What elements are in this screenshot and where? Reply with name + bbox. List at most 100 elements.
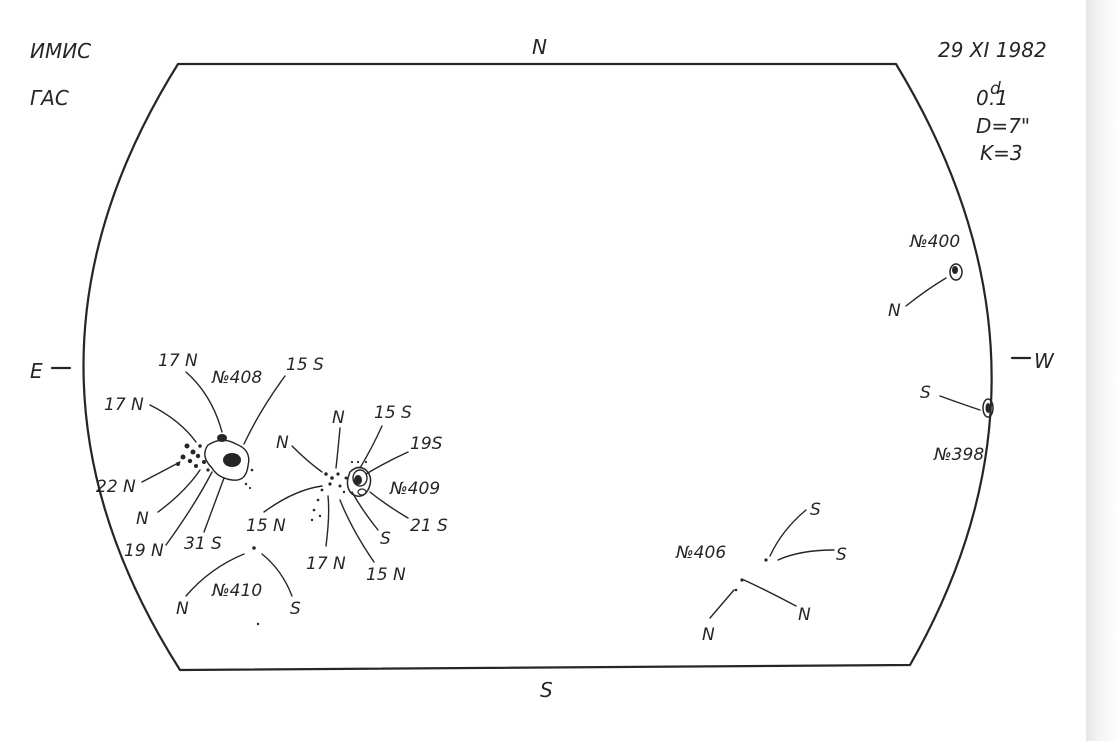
spot bbox=[364, 460, 368, 464]
umbra bbox=[223, 453, 241, 467]
pointer-line bbox=[325, 495, 330, 547]
pointer-line bbox=[185, 553, 245, 597]
group-398: №398 S bbox=[920, 383, 994, 465]
south-label: S bbox=[540, 678, 553, 702]
pointer-line bbox=[243, 375, 286, 445]
group-409-number: №409 bbox=[389, 479, 440, 499]
label-19n: 19 N bbox=[124, 541, 164, 561]
institute-label: ИМИС bbox=[30, 39, 91, 63]
label-s-top: S bbox=[810, 500, 821, 520]
umbra bbox=[985, 403, 991, 413]
spot bbox=[310, 518, 314, 522]
time-main: 0 bbox=[976, 86, 989, 110]
label-s-right: S bbox=[836, 545, 847, 565]
spot bbox=[252, 546, 256, 550]
pointer-line bbox=[157, 469, 201, 513]
group-398-number: №398 bbox=[933, 445, 984, 465]
west-label: W bbox=[1034, 349, 1055, 373]
label-19s: 19S bbox=[410, 434, 443, 454]
group-408: №408 17 N 15 S 17 N 22 N N 19 N 31 S bbox=[96, 351, 324, 561]
spot bbox=[198, 444, 202, 448]
pointer-line bbox=[365, 451, 409, 475]
date-label: 29 XI 1982 bbox=[938, 38, 1047, 62]
label-15n-left: 15 N bbox=[246, 516, 286, 536]
pointer-line bbox=[743, 579, 797, 607]
label-n: N bbox=[136, 509, 149, 529]
spot bbox=[248, 486, 252, 490]
umbra bbox=[217, 434, 227, 442]
pointer-line bbox=[335, 427, 341, 469]
label-17n-top: 17 N bbox=[158, 351, 198, 371]
spot bbox=[338, 484, 342, 488]
spot bbox=[336, 472, 340, 476]
label-22n: 22 N bbox=[96, 477, 136, 497]
label-n-left: N bbox=[702, 625, 715, 645]
pointer-line bbox=[359, 425, 383, 469]
group-400: №400 N bbox=[888, 232, 963, 321]
pointer-line bbox=[291, 445, 323, 473]
label-s: S bbox=[290, 599, 301, 619]
spot bbox=[256, 622, 260, 626]
group-400-number: №400 bbox=[909, 232, 960, 252]
spot-cluster-409 bbox=[346, 466, 372, 497]
pointer-line bbox=[185, 371, 223, 433]
spot bbox=[740, 578, 744, 582]
label-n-left: N bbox=[276, 433, 289, 453]
label-15s: 15 S bbox=[374, 403, 412, 423]
east-label: E bbox=[30, 359, 43, 383]
k-value-label: K=3 bbox=[980, 141, 1023, 165]
pointer-line bbox=[905, 277, 947, 307]
spot bbox=[180, 454, 186, 460]
spot-penumbra bbox=[949, 263, 963, 281]
paper-edge-shadow bbox=[1086, 0, 1120, 741]
spot bbox=[344, 476, 348, 480]
observatory-label: ГАС bbox=[30, 86, 69, 110]
group-410-number: №410 bbox=[211, 581, 262, 601]
pointer-line bbox=[141, 461, 181, 483]
spot bbox=[187, 458, 193, 464]
spot bbox=[734, 588, 738, 592]
spot bbox=[202, 460, 206, 464]
spot bbox=[330, 476, 334, 480]
solar-disk-drawing: ИМИС ГАС 29 XI 1982 0 d .1 D=7" K=3 N S … bbox=[30, 35, 1055, 702]
pointer-line bbox=[263, 485, 323, 513]
pointer-line bbox=[165, 471, 213, 546]
pointer-line bbox=[777, 549, 835, 561]
spot bbox=[190, 449, 196, 455]
spot bbox=[350, 460, 354, 464]
spot bbox=[244, 482, 248, 486]
label-n-top: N bbox=[332, 408, 345, 428]
spot bbox=[324, 472, 328, 476]
spot bbox=[195, 453, 201, 459]
spot bbox=[342, 490, 346, 494]
label-15s: 15 S bbox=[286, 355, 324, 375]
label-s: S bbox=[920, 383, 931, 403]
spot-penumbra bbox=[982, 398, 994, 418]
pointer-line bbox=[351, 491, 379, 531]
pointer-line bbox=[261, 553, 293, 597]
time-fraction: .1 bbox=[989, 86, 1008, 110]
pointer-line bbox=[339, 499, 375, 563]
label-15n-bottom: 15 N bbox=[366, 565, 406, 585]
north-label: N bbox=[532, 35, 547, 59]
label-21s: 21 S bbox=[410, 516, 448, 536]
label-17n-left: 17 N bbox=[104, 395, 144, 415]
group-409: №409 N N 15 S 19S 21 S S 15 N 17 N 15 N bbox=[246, 403, 448, 585]
spot bbox=[356, 460, 360, 464]
penumbra-blob bbox=[204, 439, 250, 481]
spot bbox=[250, 468, 254, 472]
label-n: N bbox=[888, 301, 901, 321]
spot bbox=[318, 514, 322, 518]
spot bbox=[206, 468, 210, 472]
group-406-number: №406 bbox=[675, 543, 726, 563]
spot bbox=[312, 508, 316, 512]
label-31s: 31 S bbox=[184, 534, 222, 554]
pointer-line bbox=[709, 589, 735, 619]
spot bbox=[176, 462, 180, 466]
pointer-line bbox=[769, 509, 807, 557]
disk-outline bbox=[82, 62, 993, 672]
spot bbox=[764, 558, 768, 562]
label-n: N bbox=[176, 599, 189, 619]
group-406: №406 S S N N bbox=[675, 500, 847, 645]
